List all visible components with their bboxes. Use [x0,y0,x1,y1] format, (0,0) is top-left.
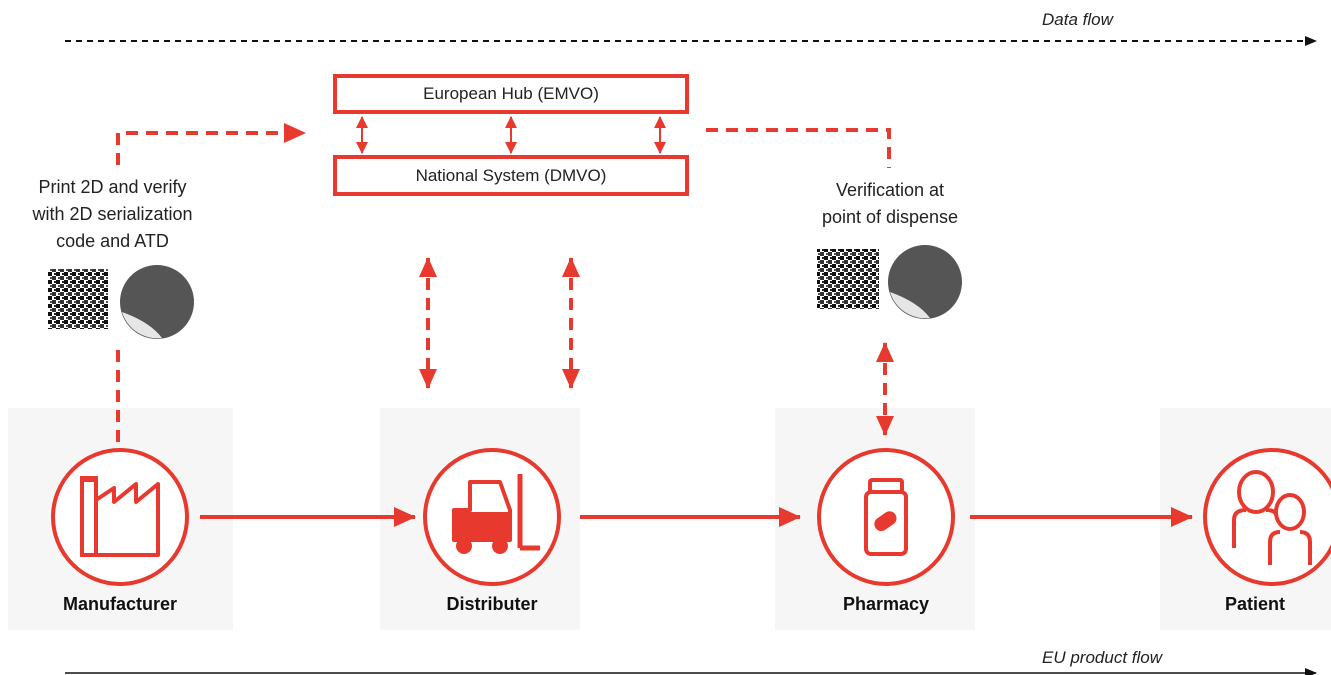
patient-label: Patient [1224,594,1285,614]
national-system-box: National System (DMVO) [333,155,689,196]
manufacturer-note-line3: code and ATD [56,231,169,251]
distributer-label: Distributer [446,594,538,614]
pharmacy-note-line2: point of dispense [821,207,959,227]
data-flow-label: Data flow [1042,10,1113,29]
manufacturer-code-group [48,265,194,339]
pill-bottle-icon [817,448,955,586]
pharmacy-label: Pharmacy [842,594,930,614]
pharmacy-note: Verification at point of dispense [790,177,990,231]
manufacturer-note-line1: Print 2D and verify [38,177,187,197]
factory-icon [51,448,189,586]
manufacturer-note-line2: with 2D serialization [32,204,193,224]
national-system-label: National System (DMVO) [415,165,607,185]
product-flow-label: EU product flow [1042,648,1162,667]
seal-sticker-icon [120,265,194,339]
forklift-icon [423,448,561,586]
hub-to-pharmacy-path [706,128,891,168]
manufacturer-to-hub-path [116,123,306,165]
european-hub-label: European Hub (EMVO) [423,84,599,103]
pharmacy-code-group [817,245,962,319]
manufacturer-label: Manufacturer [62,594,178,614]
qr-code-icon [48,269,108,329]
european-hub-box: European Hub (EMVO) [333,74,689,114]
people-icon [1203,448,1331,586]
manufacturer-note: Print 2D and verify with 2D serializatio… [5,174,220,255]
pharmacy-note-line1: Verification at [835,180,945,200]
qr-code-icon [817,249,879,309]
seal-sticker-icon [888,245,962,319]
